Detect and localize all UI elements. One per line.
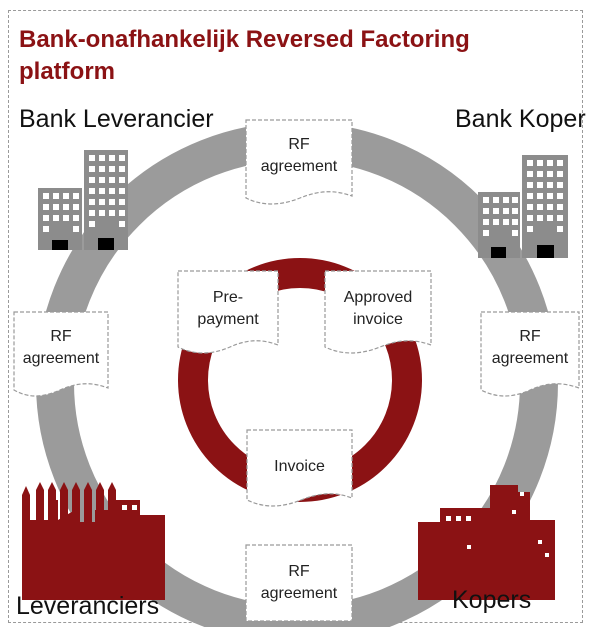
doc-invoice: [246, 429, 353, 507]
doc-left-line2: agreement: [22, 350, 100, 367]
bank-koper-building-icon: [478, 155, 568, 258]
doc-left-label: RF agreement: [14, 326, 108, 370]
doc-left-line1: RF: [50, 328, 72, 345]
document-shapes: [13, 119, 580, 622]
doc-top-line1: RF: [288, 136, 310, 153]
bank-leverancier-building-icon: [38, 150, 128, 250]
doc-prepayment-line1: Pre-: [212, 289, 244, 306]
label-leveranciers: Leveranciers: [16, 592, 160, 620]
doc-bottom-line2: agreement: [260, 585, 338, 602]
doc-prepayment: [177, 270, 279, 354]
doc-right-label: RF agreement: [481, 326, 579, 370]
leveranciers-factory-icon: [22, 482, 165, 600]
label-kopers: Kopers: [452, 586, 532, 614]
doc-bottom-agreement: [245, 544, 353, 622]
doc-prepayment-line2: payment: [197, 311, 259, 328]
doc-invoice-label: Invoice: [247, 456, 352, 478]
doc-invoice-line1: Invoice: [274, 458, 325, 475]
doc-top-agreement: [245, 119, 353, 205]
doc-approved-invoice-line2: invoice: [353, 311, 403, 328]
doc-approved-invoice-label: Approved invoice: [325, 287, 431, 331]
doc-top-label: RF agreement: [246, 134, 352, 178]
kopers-factory-icon: [418, 485, 555, 600]
doc-left-agreement: [13, 311, 109, 397]
doc-right-agreement: [480, 311, 580, 397]
doc-approved-invoice-line1: Approved: [343, 289, 413, 306]
page-title: Bank-onafhankelijk Reversed Factoring pl…: [19, 26, 470, 85]
doc-prepayment-label: Pre- payment: [178, 287, 278, 331]
doc-right-line1: RF: [519, 328, 541, 345]
doc-bottom-line1: RF: [288, 563, 310, 580]
label-bank-leverancier: Bank Leverancier: [19, 105, 214, 133]
doc-approved-invoice: [324, 270, 432, 354]
doc-right-line2: agreement: [491, 350, 569, 367]
label-bank-koper: Bank Koper: [455, 105, 586, 133]
doc-top-line2: agreement: [260, 158, 338, 175]
doc-bottom-label: RF agreement: [246, 561, 352, 605]
